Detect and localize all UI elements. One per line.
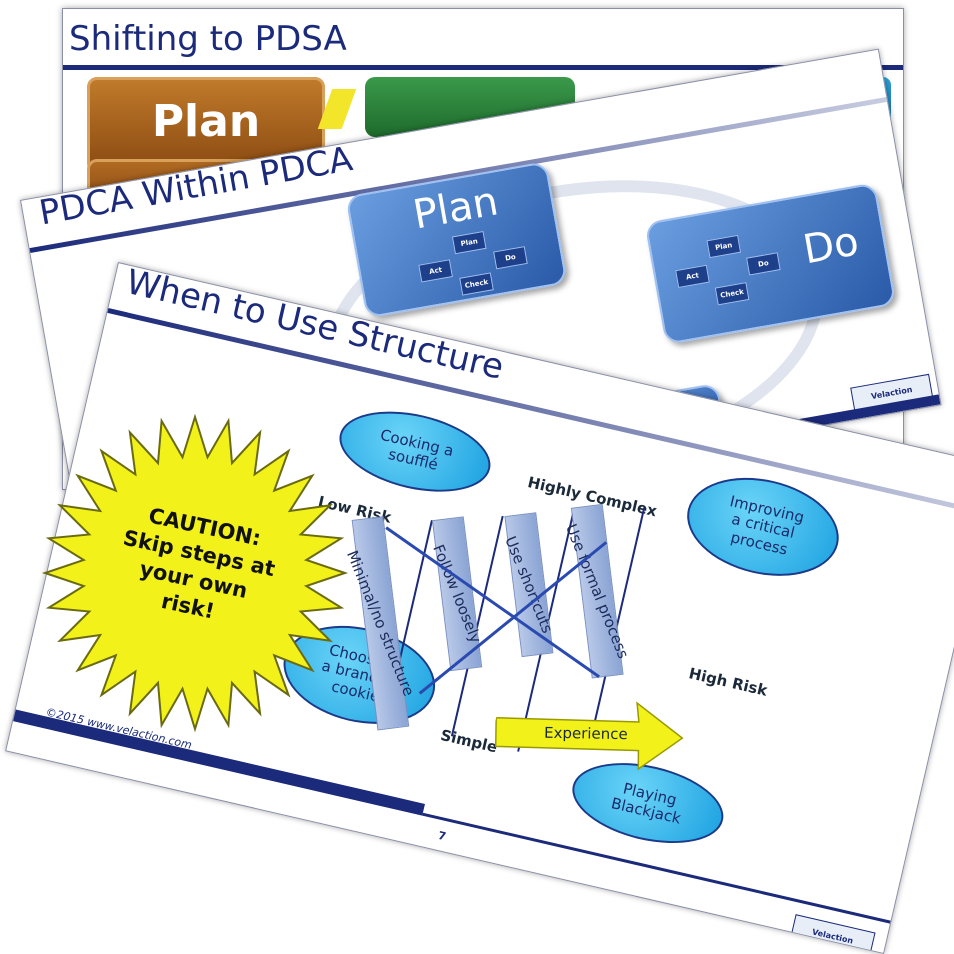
axis-high-risk: High Risk (687, 664, 770, 700)
title-rule (63, 65, 903, 70)
bar-label: Follow loosely (429, 541, 485, 646)
mini-do: Do (746, 252, 781, 276)
mini-check: Check (714, 282, 750, 306)
mini-check: Check (459, 272, 494, 296)
mini-do: Do (493, 246, 528, 270)
mini-plan: Plan (706, 234, 742, 259)
bar-use-shortcuts: Use shortcuts (501, 512, 557, 658)
bar-use-formal-process: Use formal process (562, 503, 632, 679)
bar-label: Use formal process (561, 521, 633, 662)
mini-act: Act (418, 259, 453, 283)
experience-label: Experience (544, 724, 628, 743)
plan-cycle-label: Plan (409, 178, 502, 239)
slide-title: Shifting to PDSA (69, 19, 347, 59)
caution-starburst: CAUTION: Skip steps at your own risk! (41, 413, 349, 733)
page-number: 7 (436, 828, 448, 844)
do-cycle-label: Do (799, 218, 863, 274)
experience-arrow: Experience (494, 701, 684, 771)
mini-act: Act (675, 264, 710, 289)
plan-label: Plan (151, 96, 261, 147)
velaction-logo: Velaction (789, 914, 876, 954)
mini-plan: Plan (451, 230, 487, 255)
